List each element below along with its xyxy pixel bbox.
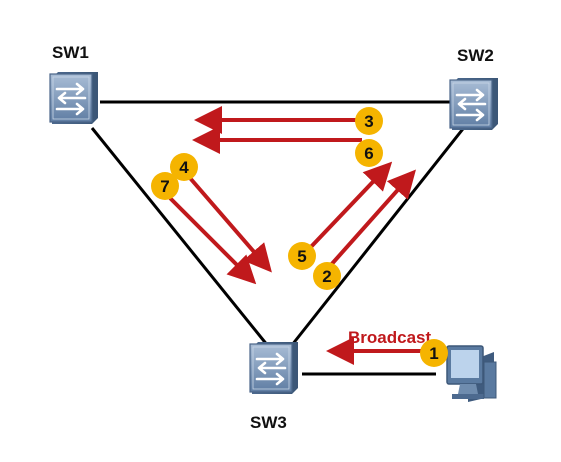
switch-icon [248,340,300,396]
link-sw1-sw3 [90,127,270,347]
step-badge: 2 [313,262,341,290]
pc-host[interactable] [446,345,497,402]
flow-arrow-4 [188,176,272,273]
flow-arrows [168,106,416,285]
flow-arrow-2 [328,169,416,268]
step-badge: 4 [170,153,198,181]
switch-label: SW1 [52,43,89,62]
step-badge: 7 [151,172,179,200]
switch-sw2[interactable]: SW2 [448,46,500,132]
links [90,100,468,376]
flow-arrow-7 [168,196,257,285]
step-badge: 1 [420,339,448,367]
step-badge: 5 [288,242,316,270]
switch-sw1[interactable]: SW1 [48,43,100,126]
step-number: 4 [179,158,189,177]
step-number: 1 [429,344,438,363]
switch-icon [448,76,500,132]
step-number: 6 [364,144,373,163]
computer-icon [446,345,497,402]
step-number: 7 [160,177,169,196]
switch-sw3[interactable]: SW3 [248,340,300,432]
step-badge: 6 [355,139,383,167]
step-badge: 3 [355,107,383,135]
step-number: 5 [297,247,306,266]
switch-icon [48,70,100,126]
link-sw2-sw3 [290,124,468,346]
switch-label: SW3 [250,413,287,432]
flow-arrow-5 [306,161,393,252]
step-number: 2 [322,267,331,286]
switch-label: SW2 [457,46,494,65]
step-badges: 1 2 3 4 5 6 7 [151,107,448,367]
step-number: 3 [364,112,373,131]
broadcast-label: Broadcast [348,328,431,347]
